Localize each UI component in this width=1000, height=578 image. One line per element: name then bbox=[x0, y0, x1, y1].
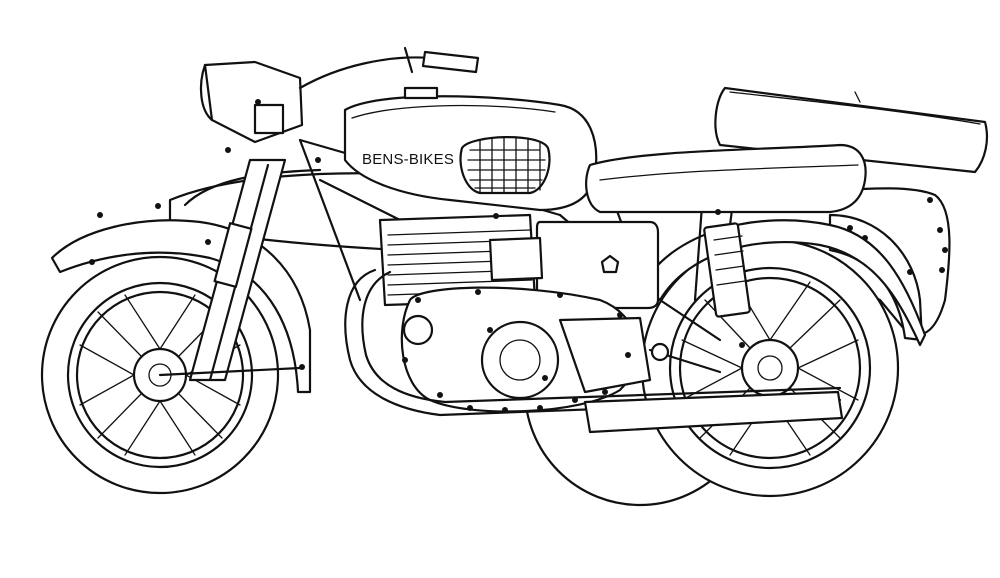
seat bbox=[585, 143, 867, 214]
tank-brand-label: BENS-BIKES bbox=[362, 151, 454, 168]
exhaust bbox=[344, 268, 844, 434]
frame-bolts bbox=[89, 99, 745, 370]
rear-wheel bbox=[640, 238, 900, 498]
footrest bbox=[648, 342, 722, 374]
fuel-tank: BENS-BIKES bbox=[343, 86, 598, 212]
handlebar bbox=[298, 46, 480, 90]
sidecar-rivets bbox=[847, 197, 948, 275]
rear-shock bbox=[703, 222, 751, 318]
headlight bbox=[203, 60, 304, 144]
headlight-assembly bbox=[199, 60, 304, 144]
front-forks bbox=[158, 158, 302, 382]
clutch-cover bbox=[480, 320, 560, 400]
fuel-cap bbox=[403, 86, 439, 100]
horn bbox=[253, 103, 285, 135]
side-panel bbox=[535, 220, 660, 310]
silencer bbox=[583, 390, 844, 434]
side-panel-cap bbox=[600, 254, 620, 274]
tank-knee-pad bbox=[459, 136, 551, 195]
carburettor bbox=[488, 236, 544, 282]
points-cover bbox=[402, 314, 434, 346]
handlebar-grip bbox=[421, 50, 480, 74]
gearbox bbox=[558, 316, 652, 394]
